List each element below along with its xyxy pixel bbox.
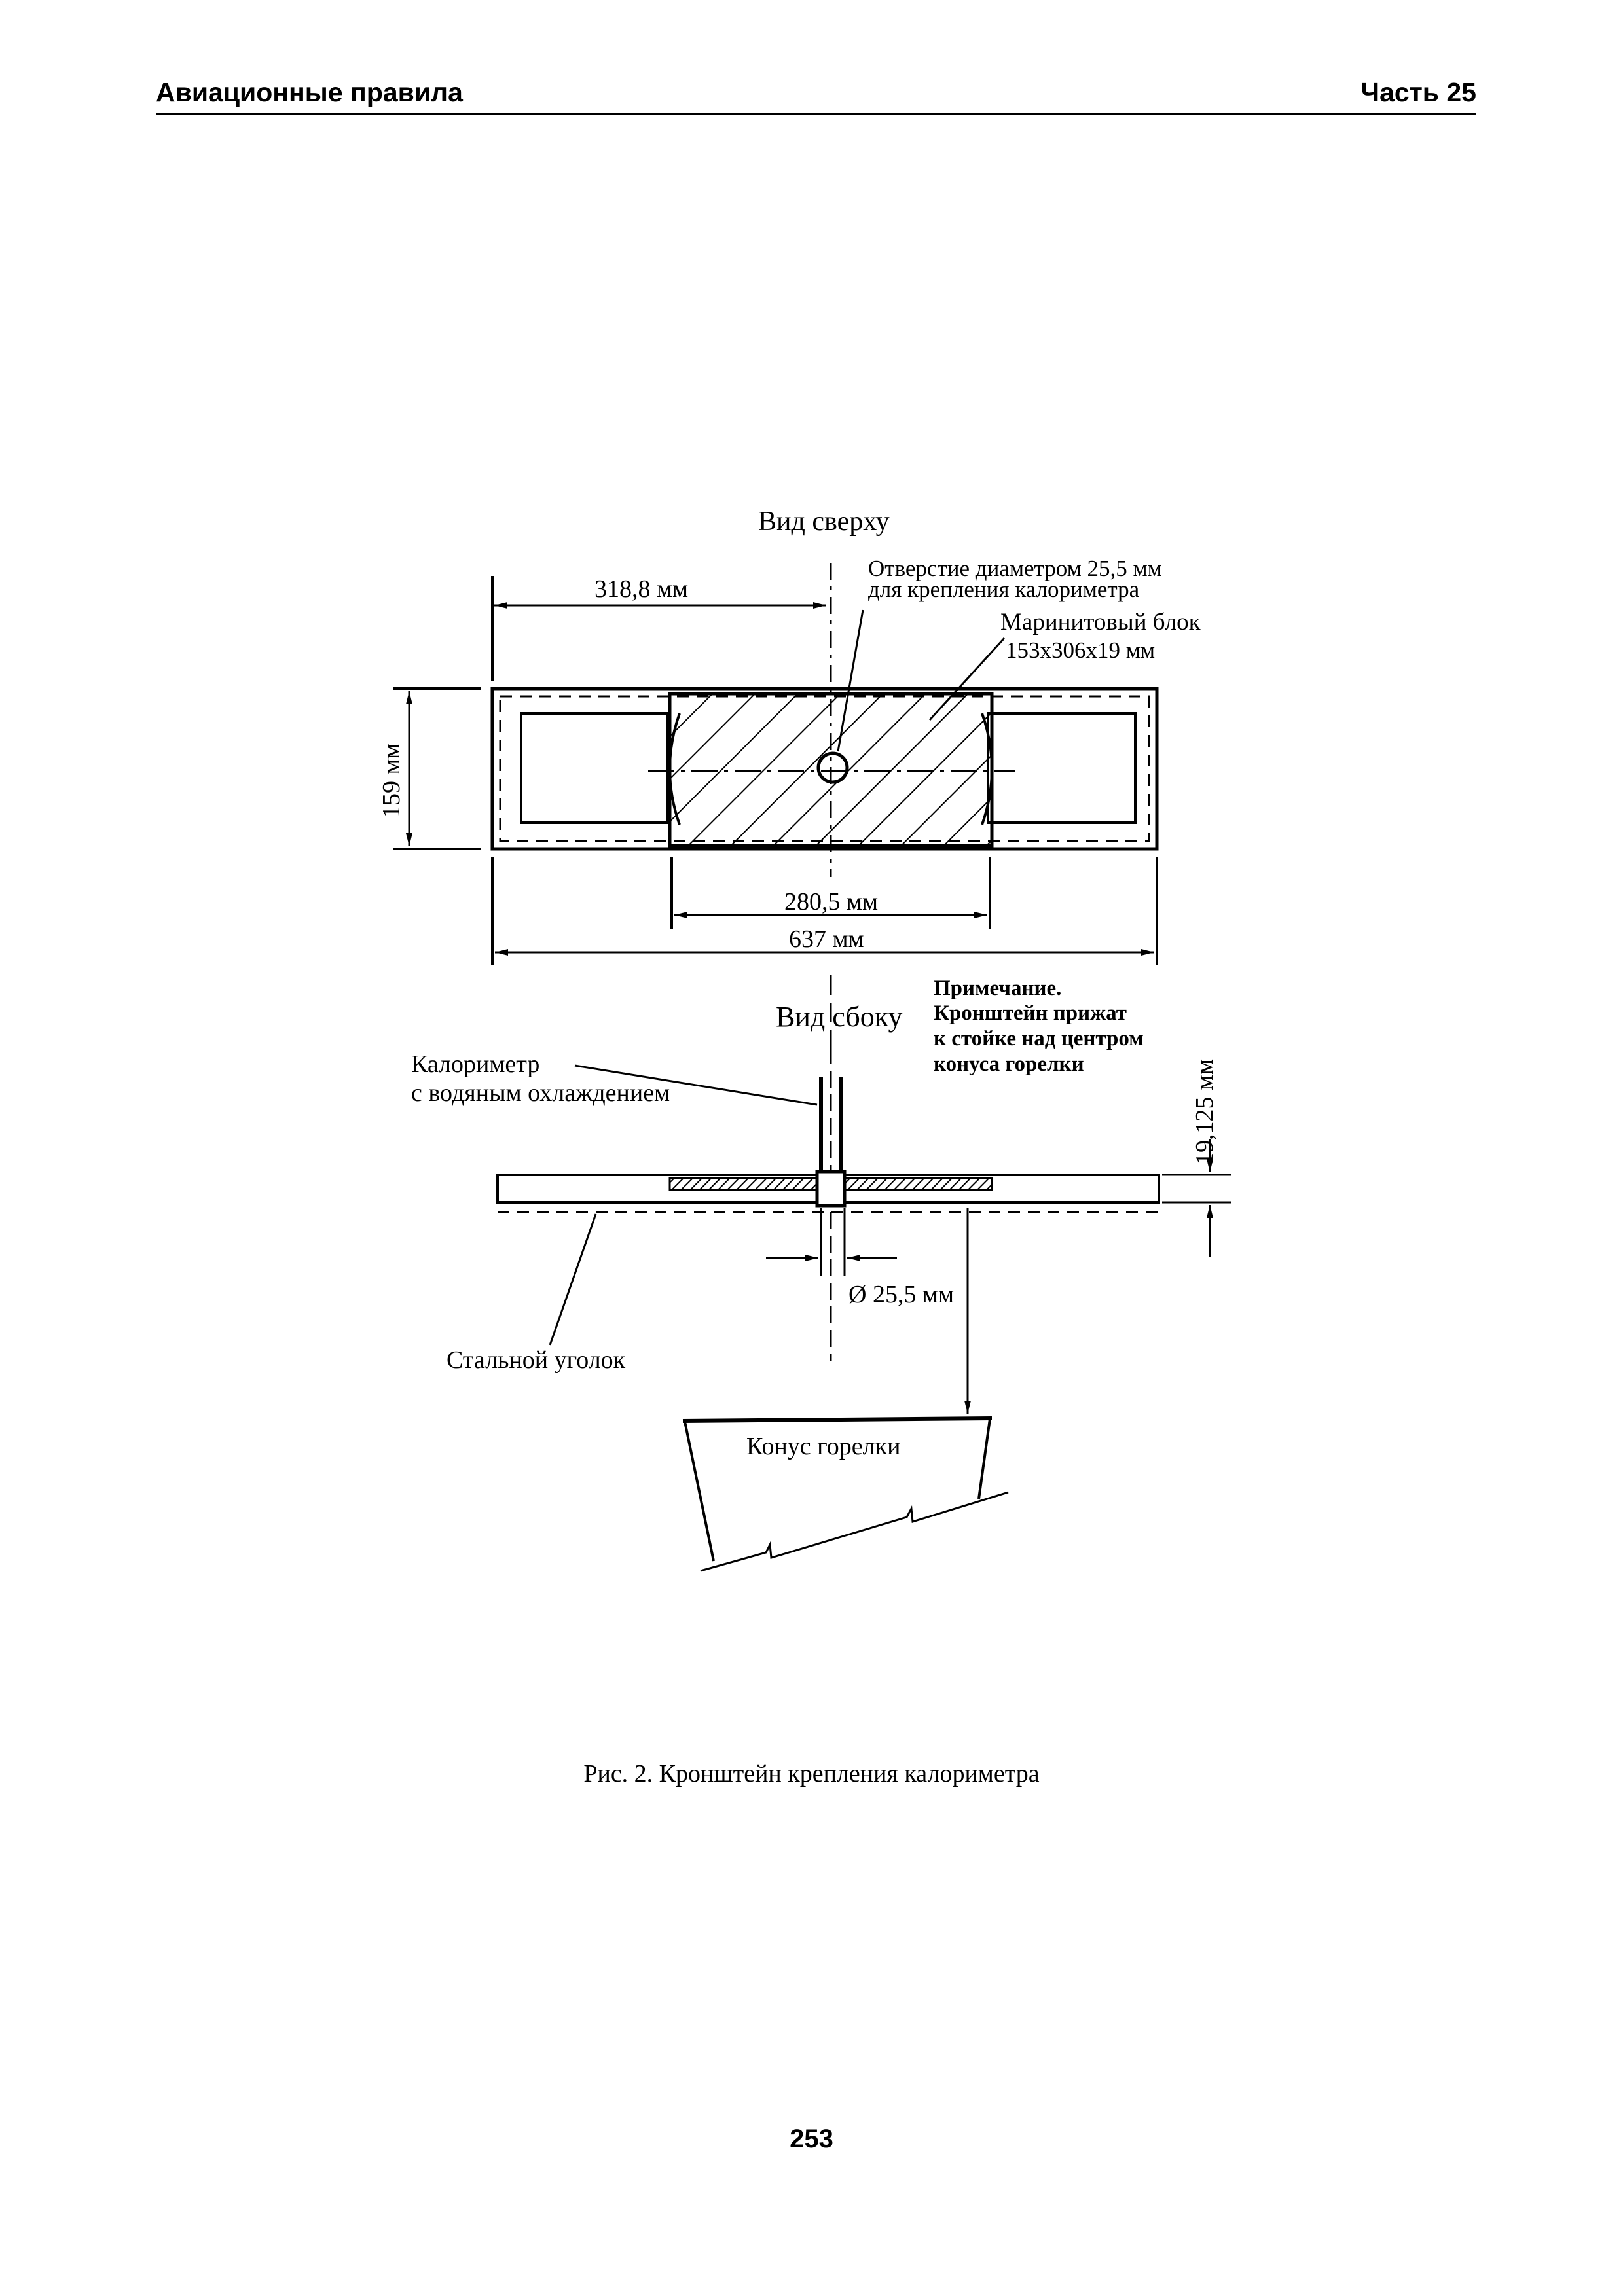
header-part: Часть 25 <box>1360 77 1476 107</box>
top-view-title: Вид сверху <box>758 507 890 537</box>
note-line3: конуса горелки <box>934 1052 1084 1076</box>
dim-height-label: 159 мм <box>378 743 405 818</box>
calorimeter-line1: Калориметр <box>411 1050 539 1078</box>
burner-cone-label: Конус горелки <box>746 1433 900 1460</box>
block-note-line2: 153х306х19 мм <box>1006 637 1155 663</box>
header-title: Авиационные правила <box>156 77 463 107</box>
page-number: 253 <box>790 2125 833 2153</box>
dim-half-length-label: 318,8 мм <box>594 575 688 603</box>
note-title: Примечание. <box>934 977 1061 1000</box>
calorimeter-line2: с водяным охлаждением <box>411 1079 670 1107</box>
calorimeter-hub <box>815 1170 847 1208</box>
side-view-title: Вид сбоку <box>776 1001 903 1033</box>
figure-caption: Рис. 2. Кронштейн крепления калориметра <box>583 1760 1040 1787</box>
note-line1: Кронштейн прижат <box>934 1001 1127 1025</box>
hole-note-line1: Отверстие диаметром 25,5 мм <box>868 556 1162 581</box>
block-note-line1: Маринитовый блок <box>1000 609 1201 636</box>
hole-note-line2: для крепления калориметра <box>868 577 1140 602</box>
note-line2: к стойке над центром <box>934 1027 1144 1050</box>
dim-total-label: 637 мм <box>789 925 864 953</box>
dim-thickness-label: 19,125 мм <box>1191 1059 1218 1165</box>
dim-diameter-label: Ø 25,5 мм <box>848 1281 954 1308</box>
side-view <box>496 975 1231 1572</box>
header-rule <box>156 113 1476 115</box>
dim-middle-label: 280,5 мм <box>784 888 878 916</box>
mounting-hole <box>816 751 849 784</box>
steel-angle-label: Стальной уголок <box>447 1346 626 1374</box>
top-view <box>393 563 1159 965</box>
